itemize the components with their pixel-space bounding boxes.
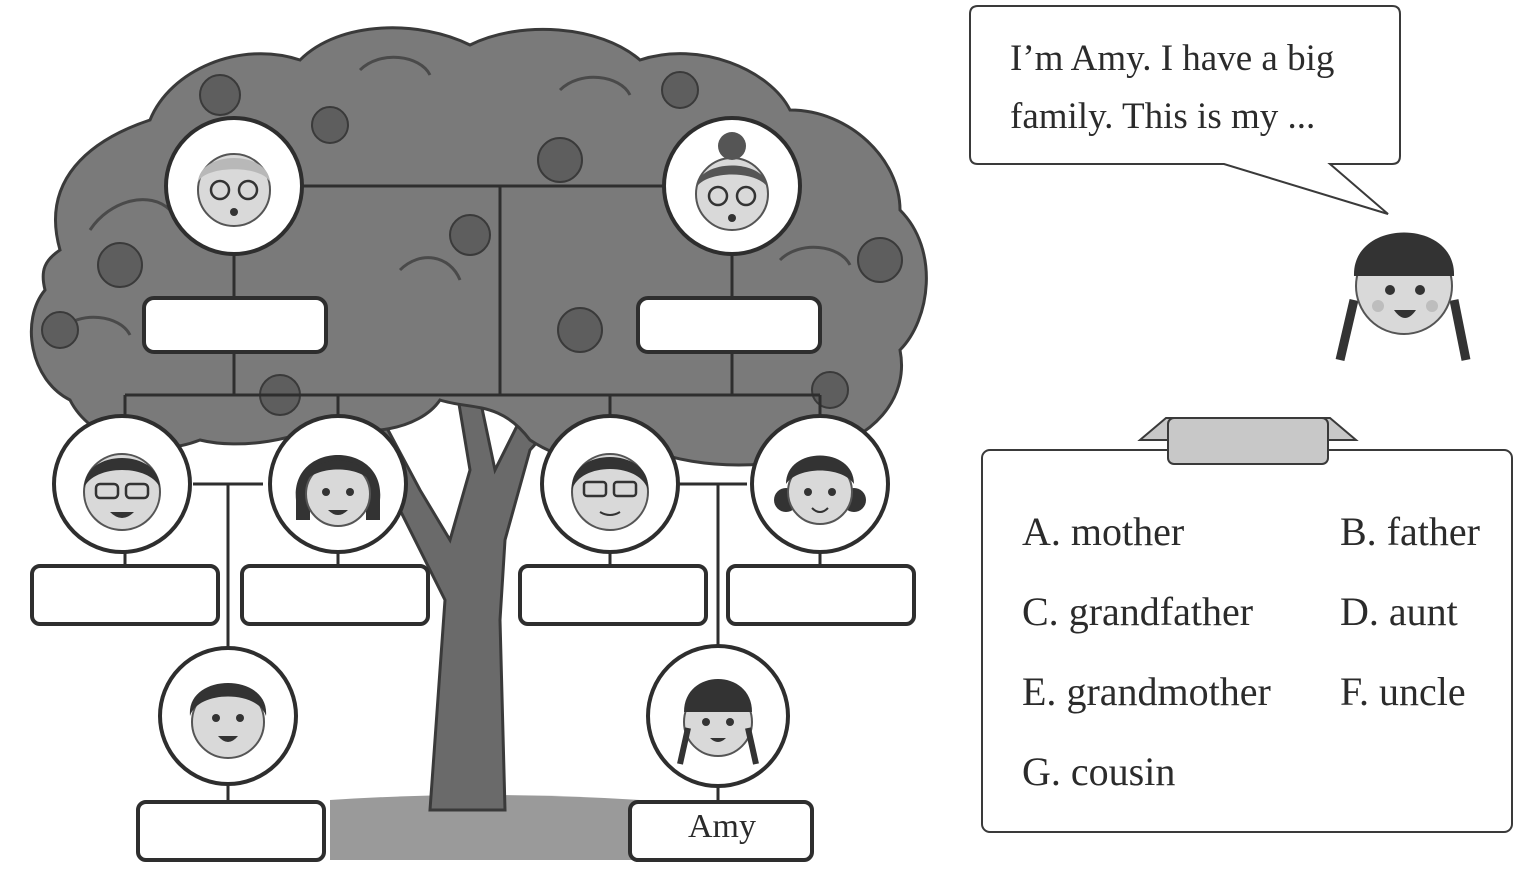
uncle-portrait (54, 416, 190, 552)
tree-foliage (31, 28, 926, 465)
option-f: F. uncle (1340, 668, 1466, 715)
speech-line-2: family. This is my ... (1010, 88, 1380, 146)
answer-box-father (520, 566, 706, 624)
option-e: E. grandmother (1022, 668, 1271, 715)
option-b: B. father (1340, 508, 1480, 555)
answer-box-grandfather (144, 298, 326, 352)
answer-box-grandmother (638, 298, 820, 352)
amy-portrait (648, 646, 788, 786)
aunt-portrait (270, 416, 406, 552)
option-a: A. mother (1022, 508, 1184, 555)
answer-box-mother (728, 566, 914, 624)
father-portrait (542, 416, 678, 552)
cousin-portrait (160, 648, 296, 784)
answer-box-uncle (32, 566, 218, 624)
speech-line-1: I’m Amy. I have a big (1010, 30, 1380, 88)
answer-box-aunt (242, 566, 428, 624)
amy-name-label: Amy (632, 808, 812, 846)
option-d: D. aunt (1340, 588, 1458, 635)
mother-portrait (752, 416, 888, 552)
speech-text: I’m Amy. I have a big family. This is my… (1010, 30, 1380, 146)
option-g: G. cousin (1022, 748, 1175, 795)
answer-box-cousin (138, 802, 324, 860)
grandfather-portrait (166, 118, 302, 254)
amy-large-portrait (1340, 233, 1466, 361)
grandmother-portrait (664, 118, 800, 254)
option-c: C. grandfather (1022, 588, 1253, 635)
